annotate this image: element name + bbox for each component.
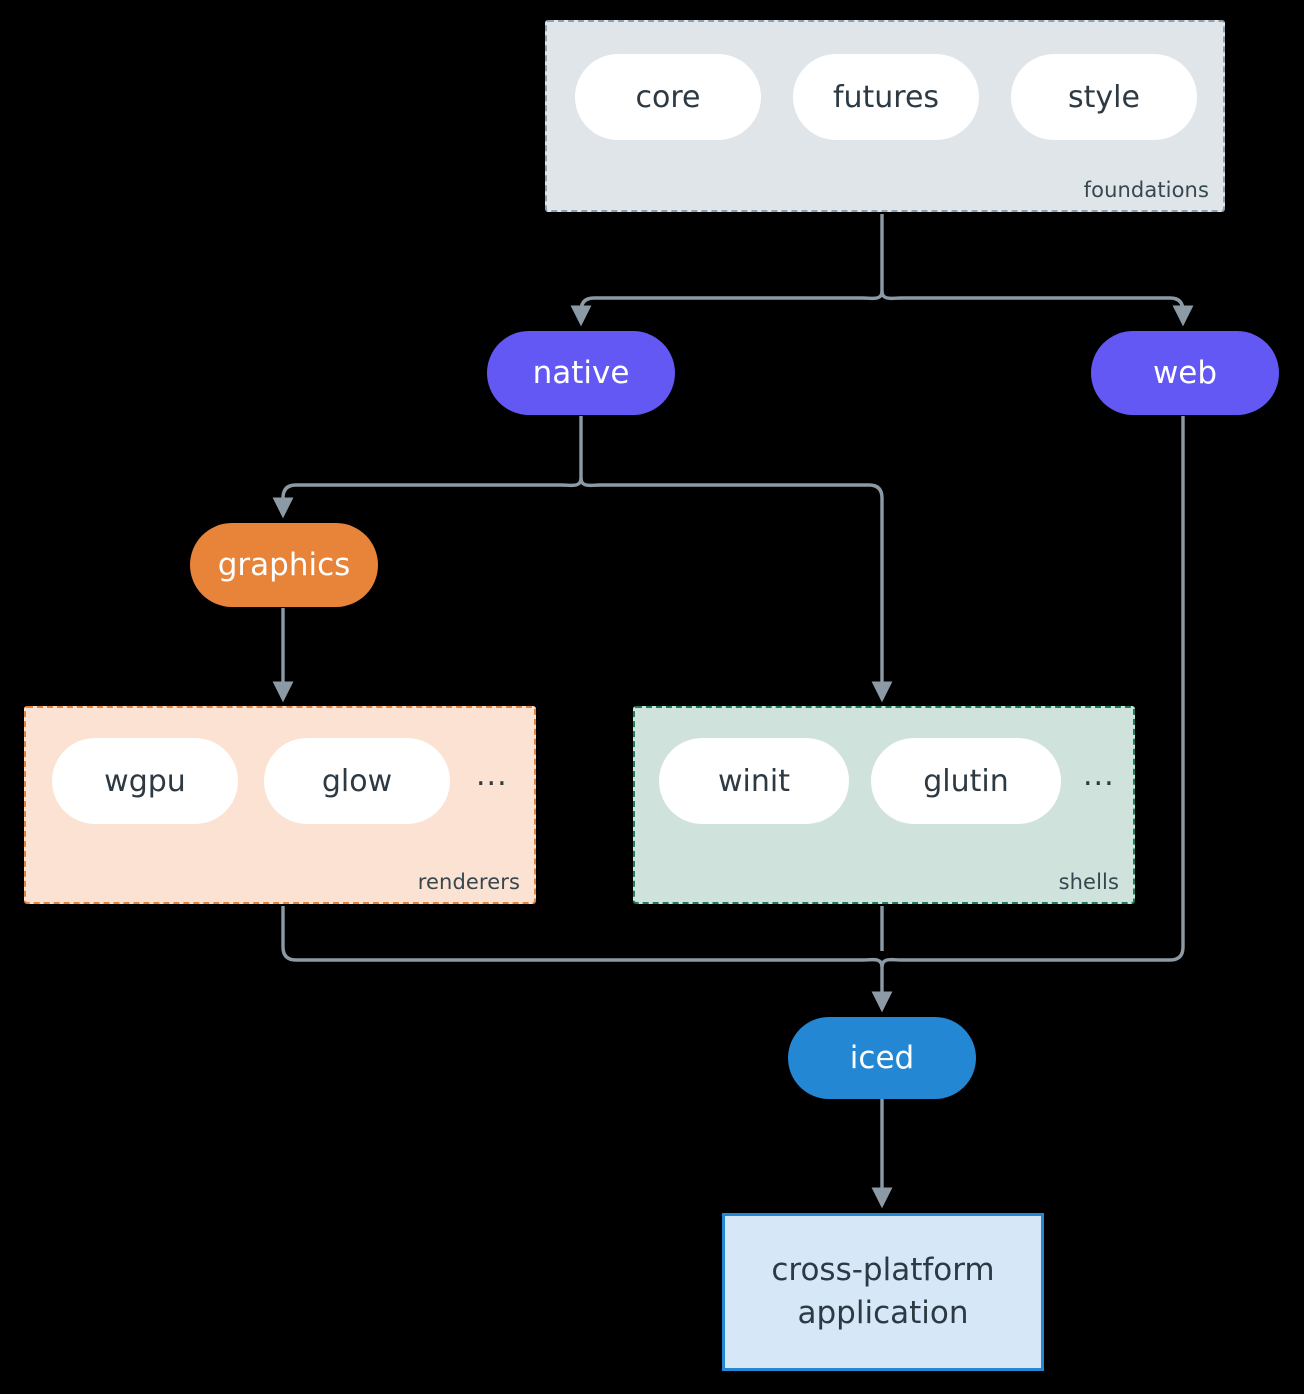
chip-core[interactable]: core bbox=[575, 54, 761, 140]
node-cross-platform-application[interactable]: cross-platform application bbox=[722, 1213, 1044, 1371]
node-web[interactable]: web bbox=[1091, 331, 1279, 415]
edge-native-shells bbox=[579, 477, 893, 703]
node-native[interactable]: native bbox=[487, 331, 675, 415]
application-line-1: cross-platform bbox=[771, 1252, 995, 1289]
group-shells: winit glutin ... shells bbox=[633, 706, 1135, 904]
edge-renderers-iced bbox=[281, 906, 862, 962]
chip-futures[interactable]: futures bbox=[793, 54, 979, 140]
node-iced[interactable]: iced bbox=[788, 1017, 976, 1099]
group-label-foundations: foundations bbox=[1083, 178, 1209, 202]
chip-winit[interactable]: winit bbox=[659, 738, 849, 824]
chip-glow[interactable]: glow bbox=[264, 738, 450, 824]
shells-chip-list: winit glutin ... bbox=[659, 738, 1115, 824]
node-graphics[interactable]: graphics bbox=[190, 523, 378, 607]
edge-foundations-native bbox=[570, 290, 884, 327]
renderers-chip-list: wgpu glow ... bbox=[52, 738, 508, 824]
shells-ellipsis: ... bbox=[1083, 758, 1115, 793]
chip-glutin[interactable]: glutin bbox=[871, 738, 1061, 824]
renderers-ellipsis: ... bbox=[476, 758, 508, 793]
foundations-chip-list: core futures style bbox=[575, 54, 1197, 140]
edge-foundations-web bbox=[880, 290, 1194, 327]
group-foundations: core futures style foundations bbox=[545, 20, 1225, 212]
group-renderers: wgpu glow ... renderers bbox=[24, 706, 536, 904]
edge-merge-joint bbox=[880, 957, 903, 968]
chip-style[interactable]: style bbox=[1011, 54, 1197, 140]
application-line-2: application bbox=[797, 1295, 969, 1331]
edge-native-graphics bbox=[272, 477, 583, 519]
group-label-shells: shells bbox=[1058, 870, 1119, 894]
group-label-renderers: renderers bbox=[417, 870, 520, 894]
chip-wgpu[interactable]: wgpu bbox=[52, 738, 238, 824]
edge-merge-iced bbox=[861, 957, 893, 1013]
